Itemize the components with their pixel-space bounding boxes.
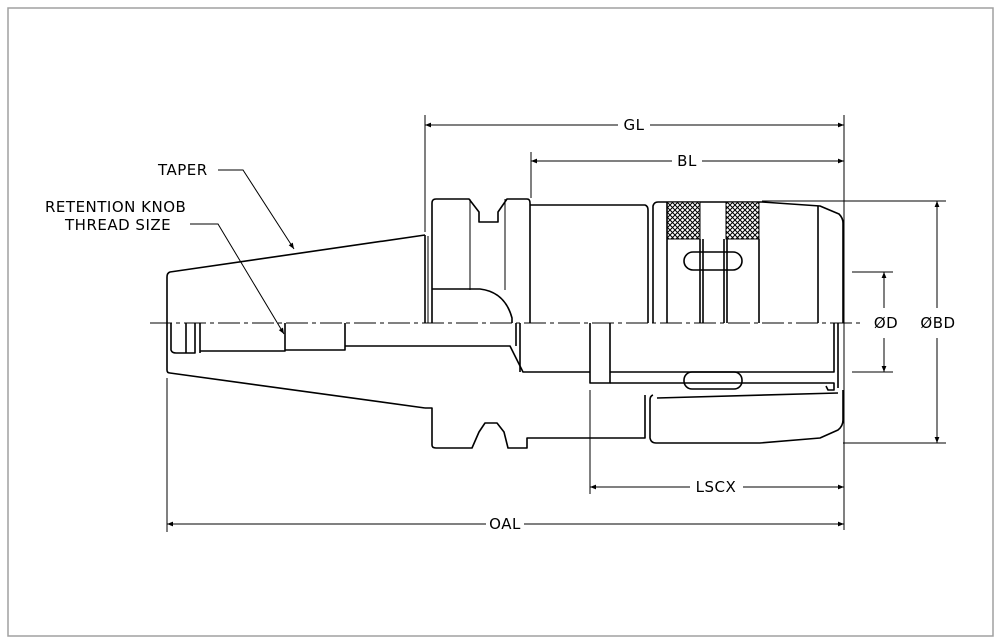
drawing-frame [7, 7, 994, 637]
dimension-lscx: LSCX [590, 478, 844, 496]
extension-lines [166, 115, 946, 532]
label-bd: ØBD [920, 314, 955, 332]
label-retention-line2: THREAD SIZE [64, 216, 171, 234]
slot-lower [683, 371, 743, 390]
knurl-band-1 [666, 201, 701, 240]
taper-body [166, 234, 433, 445]
leader-taper: TAPER [157, 161, 295, 250]
knurl-band-2 [725, 201, 760, 240]
label-gl: GL [624, 116, 645, 134]
holder-body [519, 204, 649, 384]
label-taper: TAPER [157, 161, 208, 179]
flange [431, 198, 646, 449]
label-lscx: LSCX [696, 478, 737, 496]
label-d: ØD [874, 314, 898, 332]
dimension-bd: ØBD [920, 201, 955, 443]
slot-upper [683, 251, 743, 271]
dimension-d: ØD [874, 272, 898, 372]
retention-knob-bore [170, 323, 590, 373]
label-oal: OAL [489, 515, 521, 533]
label-retention-line1: RETENTION KNOB [45, 198, 186, 216]
leader-retention-knob: RETENTION KNOB THREAD SIZE [45, 198, 285, 335]
dimension-bl: BL [531, 152, 844, 170]
collet-nut [610, 201, 844, 444]
label-bl: BL [677, 152, 697, 170]
dimension-gl: GL [425, 116, 844, 134]
dimension-oal: OAL [167, 515, 844, 533]
